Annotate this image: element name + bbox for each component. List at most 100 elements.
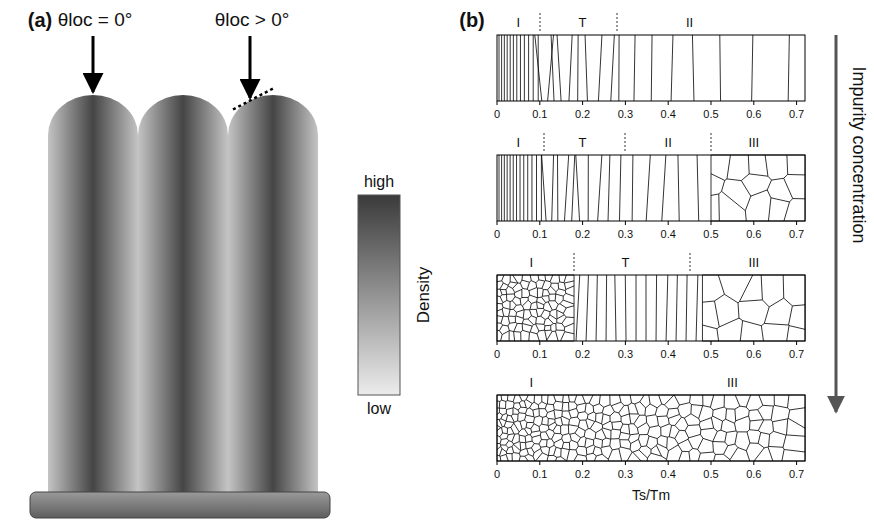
axis-tick-label: 0.4 [660,108,677,120]
structure-strip [497,35,805,101]
grain-boundary [504,35,505,101]
grain-boundary [598,155,602,221]
zone-label: T [620,256,630,270]
grain-boundary [662,155,666,221]
axis-tick-label: 0.5 [702,468,719,480]
zone-label: II [685,16,694,30]
grain-boundary [615,275,616,341]
arrow [92,36,95,92]
grain-boundary [608,155,610,221]
panel-label: (a) [28,9,52,31]
angle-label: θloc = 0° [58,10,133,31]
density-scale [358,195,400,395]
axis-tick-label: 0.3 [617,108,634,120]
grain-boundary [752,35,753,101]
axis-tick-label: 0.7 [788,108,805,120]
grain-boundary [497,395,805,461]
grain-boundary [588,155,589,221]
grain-boundary [548,35,554,101]
grain-boundary [569,35,572,101]
axis-tick [497,461,498,465]
grain-boundary [552,155,554,221]
structure-strip [497,395,805,461]
axis-tick [497,221,498,225]
axis-tick-label: 0.1 [531,468,548,480]
zone-label: T [578,136,588,150]
grain-boundary [524,35,525,101]
axis-tick-label: 0.2 [574,108,591,120]
grain-boundary [520,155,521,221]
panel-label: (b) [459,9,485,31]
grain-boundary [576,275,580,341]
grain-boundary [513,155,514,221]
axis-tick-label: 0.5 [702,108,719,120]
zone-label: T [578,16,588,30]
axis-tick [753,461,754,465]
zone-label: II [664,136,673,150]
axis-title: Impurity concentration [848,66,868,243]
axis-tick [711,341,712,345]
grain-boundary [671,35,673,101]
axis-tick [796,341,797,345]
grain-boundary [598,35,602,101]
axis-tick-label: 0.2 [574,348,591,360]
zone-label: III [747,256,760,270]
scale-title: Density [415,267,434,324]
axis-tick-label: 0.3 [617,348,634,360]
axis-tick-label: 0.7 [788,468,805,480]
axis-tick-label: 0.4 [660,228,677,240]
grain-boundary [696,275,698,341]
grain-boundary [619,155,620,221]
axis-tick [668,461,669,465]
axis-tick [668,101,669,105]
axis-tick [668,221,669,225]
zone-boundary [540,13,711,273]
axis-tick-label: 0 [493,348,501,360]
axis-tick [539,461,540,465]
axis-tick [497,341,498,345]
axis-tick [625,341,626,345]
zone-label: I [516,136,522,150]
grain-boundary [676,275,677,341]
grain-boundary [645,275,646,341]
axis-tick-label: 0.1 [531,348,548,360]
axis-tick [711,221,712,225]
grain-boundary [656,275,658,341]
axis-tick-label: 0.5 [702,348,719,360]
axis-title: Ts/Tm [632,488,670,503]
grain-boundary [510,155,511,221]
zone-label: I [516,16,522,30]
axis-tick [753,101,754,105]
grain-boundary [632,155,634,221]
grain-boundary [507,155,508,221]
axis-tick [582,221,583,225]
axis-tick-label: 0.6 [745,348,762,360]
grain-boundary [564,155,568,221]
grain-boundary [501,35,502,101]
tangent-line [233,88,274,110]
axis-tick [796,221,797,225]
grain-boundary [513,35,514,101]
grain-boundary [719,35,721,101]
grain-boundary [531,155,532,221]
axis-tick [668,341,669,345]
grain-boundary [572,155,575,221]
axis-tick-label: 0.4 [660,468,677,480]
axis-tick-label: 0.6 [745,468,762,480]
grain-boundary [788,35,789,101]
grain-boundary [692,35,694,101]
axis-tick [582,461,583,465]
grain-boundary [501,155,502,221]
axis-tick [796,101,797,105]
zone-label: I [528,376,534,390]
grain-boundary [711,155,805,221]
axis-tick-label: 0.2 [574,228,591,240]
structure-strip [497,155,805,221]
grain-boundary [611,35,615,101]
axis-tick-label: 0.1 [531,108,548,120]
grain-boundary [651,35,653,101]
grain-structure [497,35,805,461]
structure-strip [497,275,805,341]
axis-tick-label: 0.6 [745,228,762,240]
axis-tick-label: 0.1 [531,228,548,240]
